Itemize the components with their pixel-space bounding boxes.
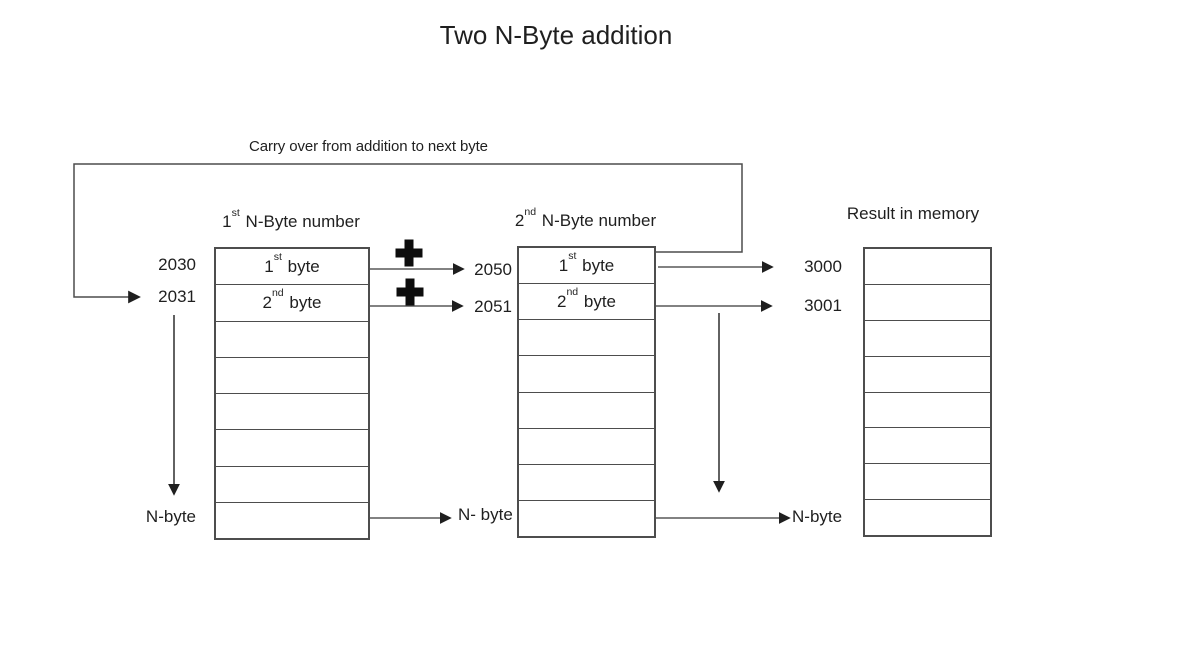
memory-table-second-number: 1st byte 2nd byte <box>517 246 656 538</box>
memory-table-first-number: 1st byte 2nd byte <box>214 247 370 540</box>
ordinal-suffix: st <box>273 251 282 264</box>
memory-cell <box>216 356 368 393</box>
address-label-2051: 2051 <box>474 297 512 316</box>
memory-cell <box>216 465 368 502</box>
memory-cell <box>519 319 654 355</box>
n-byte-label-table1: N-byte <box>145 507 196 526</box>
memory-cell <box>519 427 654 464</box>
memory-cell <box>865 319 990 356</box>
ordinal-suffix: nd <box>271 287 284 300</box>
memory-cell <box>865 249 990 284</box>
memory-cell-nbyte <box>216 501 368 538</box>
memory-cell-nbyte <box>865 499 990 535</box>
memory-cell <box>216 320 368 357</box>
plus-icon <box>396 278 424 306</box>
address-label-3000: 3000 <box>804 257 842 276</box>
plus-icon <box>395 239 423 267</box>
memory-cell <box>865 391 990 428</box>
memory-cell <box>865 427 990 463</box>
memory-cell <box>216 429 368 465</box>
carry-path-arrow <box>73 163 743 304</box>
memory-cell: 1st byte <box>264 251 320 276</box>
memory-cell-nbyte <box>519 499 654 536</box>
memory-cell: 2nd byte <box>519 283 654 319</box>
memory-cell <box>865 463 990 499</box>
ordinal-suffix: nd <box>524 205 537 218</box>
address-label-2031: 2031 <box>158 287 196 306</box>
page-title: Two N-Byte addition <box>439 20 673 50</box>
address-label-3001: 3001 <box>804 296 842 315</box>
memory-cell <box>865 283 990 320</box>
ordinal-suffix: nd <box>566 286 579 299</box>
table3-header: Result in memory <box>846 204 980 223</box>
memory-table-result <box>863 247 992 537</box>
memory-cell <box>519 355 654 391</box>
memory-cell: 2nd byte <box>216 284 368 320</box>
memory-cell <box>519 391 654 428</box>
memory-cell <box>519 463 654 500</box>
address-label-2050: 2050 <box>474 260 512 279</box>
carry-over-label: Carry over from addition to next byte <box>249 138 488 155</box>
ordinal-suffix: st <box>568 250 577 263</box>
memory-cell: 1st byte <box>558 250 615 275</box>
address-label-2030: 2030 <box>158 255 196 274</box>
table2-header: 2nd N-Byte number <box>514 205 657 230</box>
table1-header: 1st N-Byte number <box>222 206 360 231</box>
ordinal-suffix: st <box>231 206 240 219</box>
memory-cell <box>865 355 990 392</box>
n-byte-label-table2: N- byte <box>458 505 513 524</box>
memory-cell <box>216 393 368 429</box>
n-byte-label-table3: N-byte <box>792 507 843 526</box>
